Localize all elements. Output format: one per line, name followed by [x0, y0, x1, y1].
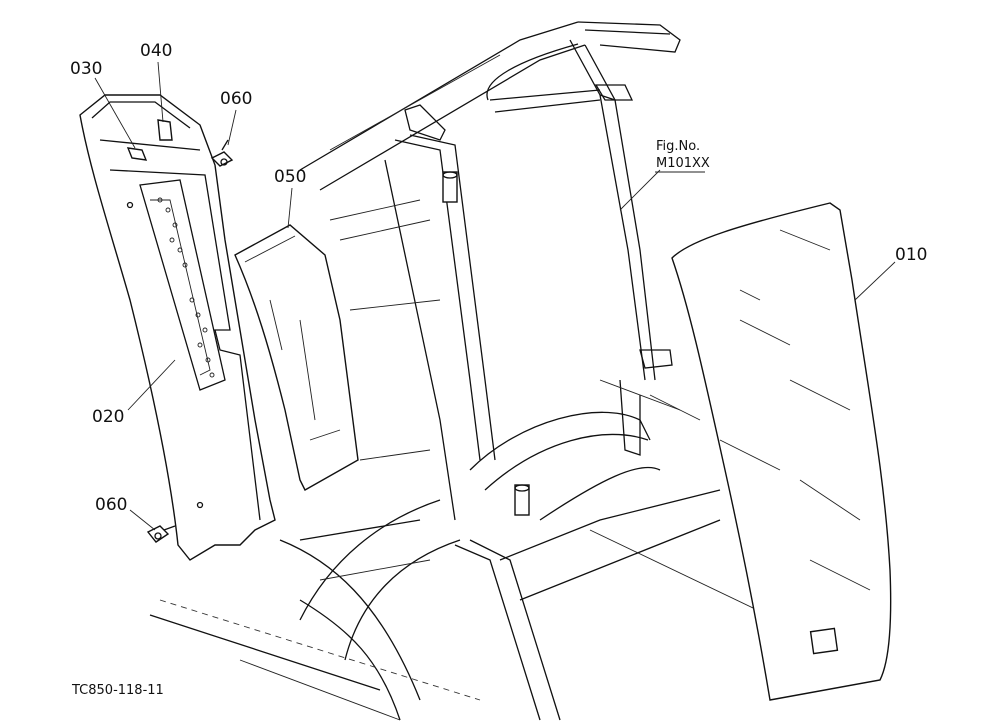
- callout-010: 010: [895, 245, 927, 265]
- callout-060-top: 060: [220, 89, 252, 109]
- figure-ref-line1: Fig.No.: [656, 139, 700, 154]
- pad-050: [234, 224, 359, 491]
- drawing-code: TC850-118-11: [71, 683, 164, 698]
- clip-040: [157, 119, 173, 141]
- bolt-060-top: [210, 139, 234, 167]
- bolt-060-bottom: [146, 525, 176, 543]
- clip-030: [126, 147, 148, 161]
- trim-panel-020: [79, 94, 276, 561]
- callout-050: 050: [274, 167, 306, 187]
- cab-frame: [149, 21, 821, 721]
- figure-ref-line2: M101XX: [656, 156, 710, 171]
- callout-060-bottom: 060: [95, 495, 127, 515]
- callout-040: 040: [140, 41, 172, 61]
- glass-010: [671, 202, 892, 701]
- callout-030: 030: [70, 59, 102, 79]
- callout-020: 020: [92, 407, 124, 427]
- leader-lines: [94, 61, 896, 531]
